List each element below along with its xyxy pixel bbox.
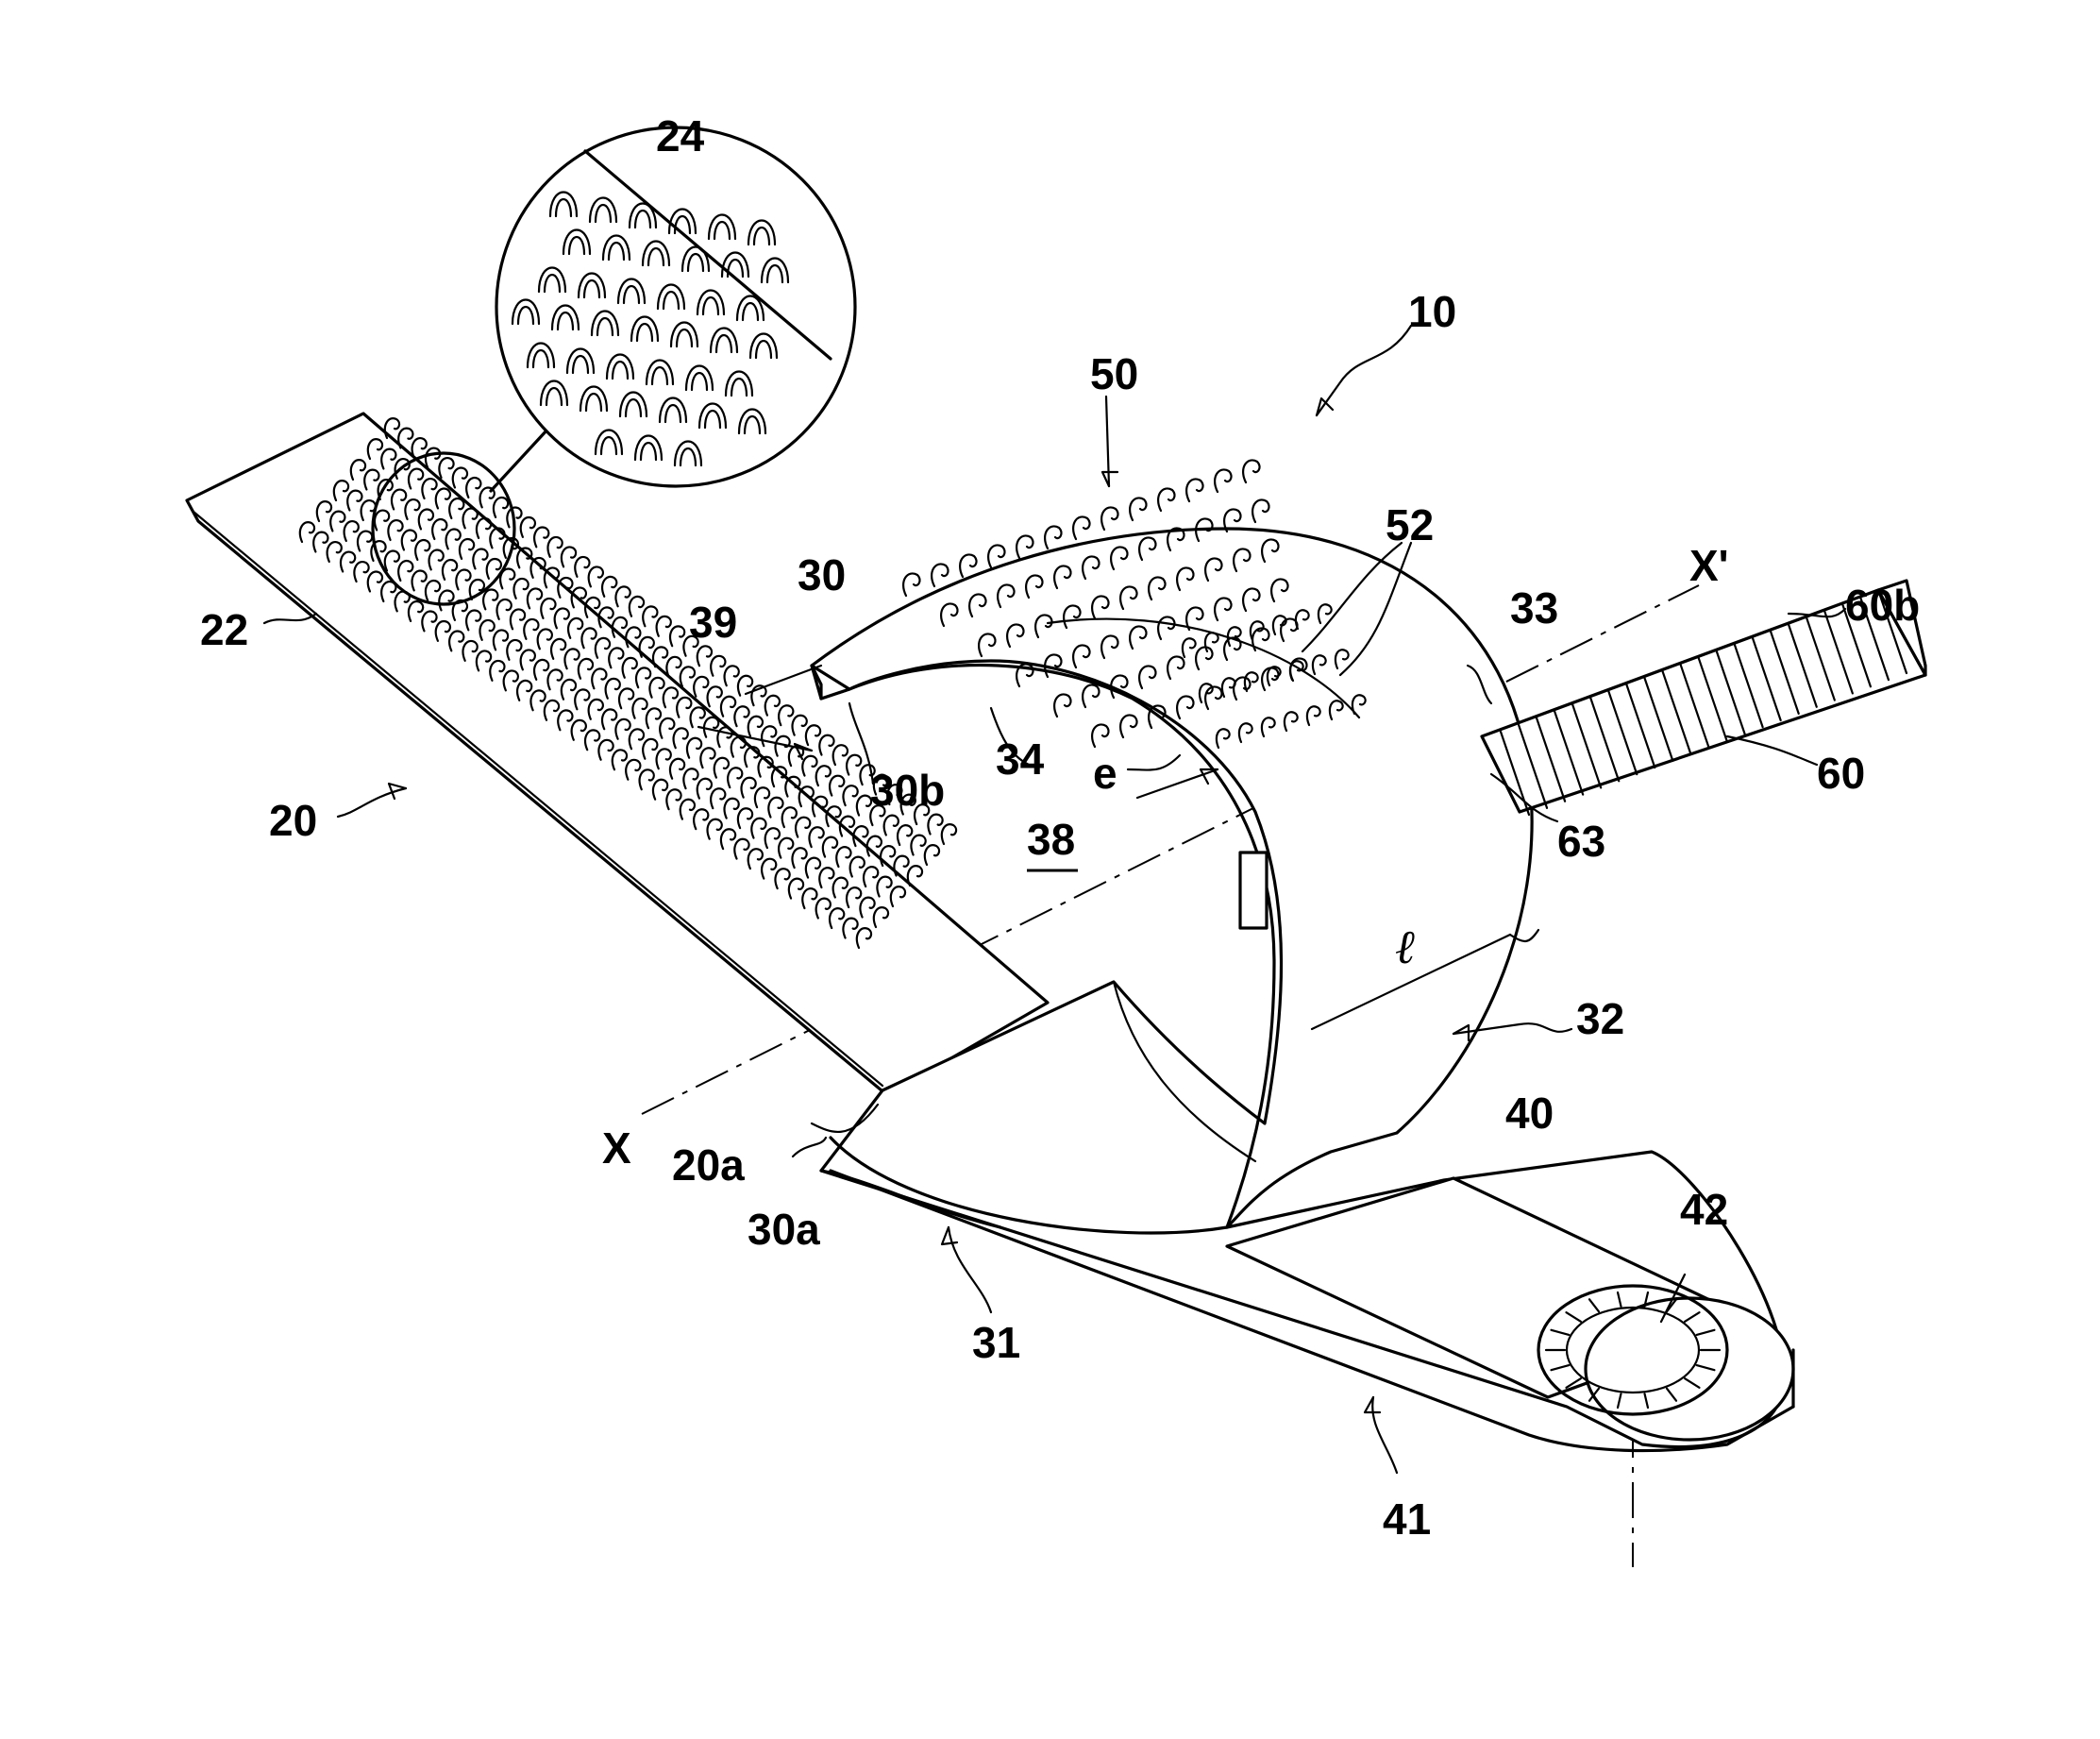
label-42: 42 — [1680, 1185, 1728, 1234]
label-22: 22 — [200, 605, 248, 654]
label-x-prime: X' — [1689, 541, 1729, 590]
label-30a: 30a — [748, 1205, 820, 1254]
label-20a: 20a — [672, 1140, 745, 1190]
label-60b: 60b — [1845, 581, 1920, 630]
label-50: 50 — [1090, 349, 1138, 398]
label-34: 34 — [996, 734, 1045, 784]
strap — [187, 414, 1048, 1095]
label-39: 39 — [689, 598, 737, 647]
label-63: 63 — [1557, 817, 1605, 866]
label-60: 60 — [1817, 749, 1865, 798]
label-20: 20 — [269, 796, 317, 845]
label-32: 32 — [1576, 994, 1624, 1043]
label-30b: 30b — [870, 766, 945, 815]
label-33: 33 — [1510, 583, 1558, 633]
ring-slot — [1240, 853, 1267, 928]
label-x: X — [602, 1123, 631, 1173]
label-41: 41 — [1383, 1494, 1431, 1544]
label-e: e — [1093, 749, 1117, 798]
label-31: 31 — [972, 1318, 1020, 1367]
label-38: 38 — [1027, 815, 1075, 864]
label-10: 10 — [1408, 287, 1456, 336]
label-l: ℓ — [1395, 920, 1415, 973]
label-30: 30 — [798, 550, 846, 599]
label-52: 52 — [1386, 500, 1434, 549]
label-24: 24 — [656, 111, 705, 160]
label-40: 40 — [1505, 1089, 1554, 1138]
